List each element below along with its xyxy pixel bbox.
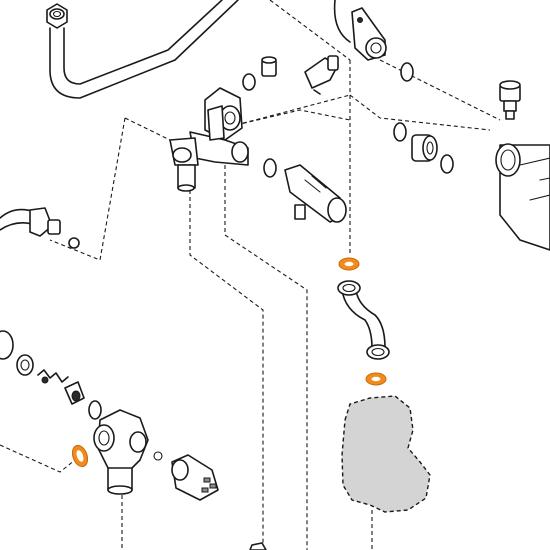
pipe-left xyxy=(0,207,80,249)
lower-left-assembly xyxy=(0,330,102,420)
bent-pipe-centre xyxy=(337,280,390,360)
leader-lines xyxy=(0,0,501,550)
pipe-top-left xyxy=(46,0,239,99)
air-vent xyxy=(499,80,521,120)
small-fittings-top xyxy=(242,55,339,95)
bottom-fitting xyxy=(249,542,267,550)
pump-body xyxy=(495,143,550,251)
placeholder-component xyxy=(341,395,431,513)
valve-body-upper xyxy=(169,87,249,192)
o-rings-right xyxy=(393,62,454,174)
elbow-valve-lower xyxy=(93,409,163,495)
valve-cartridge xyxy=(263,158,347,223)
sensor-lower xyxy=(171,454,219,501)
bracket-fitting-top xyxy=(333,0,387,61)
highlighted-seals xyxy=(71,257,387,468)
o-ring-small xyxy=(242,73,256,91)
nipple-fitting xyxy=(411,134,438,162)
